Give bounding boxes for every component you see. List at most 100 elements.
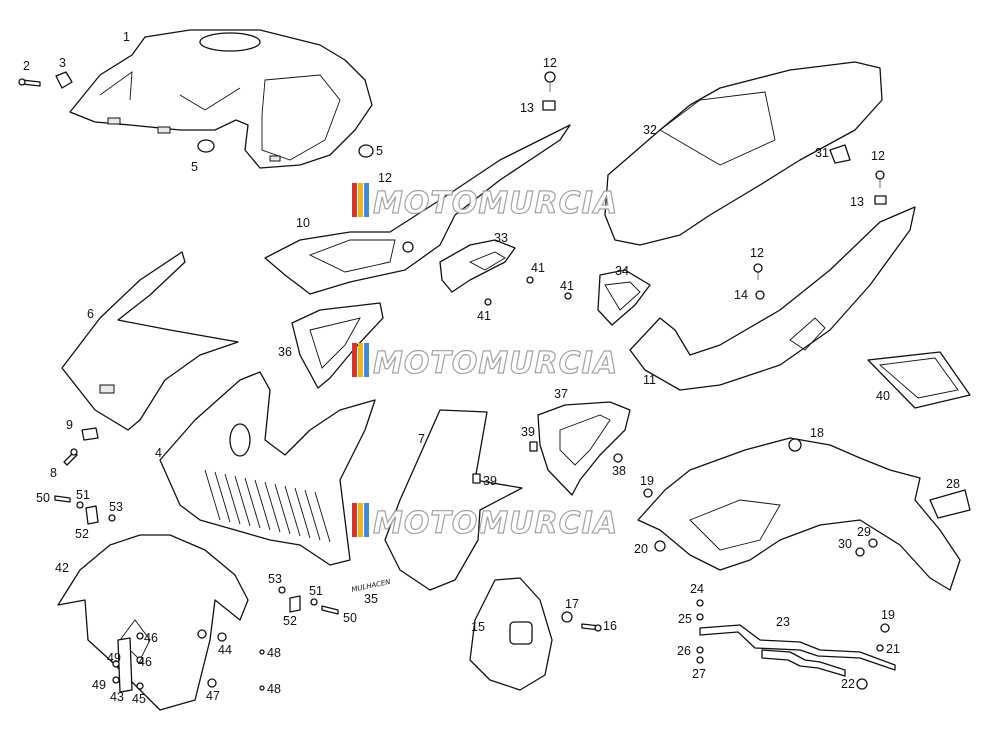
callout-8: 8 xyxy=(50,466,57,480)
screw-44 xyxy=(217,632,227,642)
callout-3: 3 xyxy=(59,56,66,70)
callout-46-bottom: 46 xyxy=(138,655,152,669)
side-cover-10 xyxy=(264,124,571,295)
callout-11: 11 xyxy=(643,373,656,387)
washer-17 xyxy=(561,611,573,623)
rubber-31 xyxy=(829,144,851,164)
callout-36: 36 xyxy=(278,345,292,359)
fuel-tank xyxy=(69,29,373,169)
callout-5-left: 5 xyxy=(191,160,198,174)
radiator-shroud-4 xyxy=(159,371,376,566)
screw-12-top xyxy=(544,71,556,92)
callout-7: 7 xyxy=(418,432,425,446)
callout-26: 26 xyxy=(677,644,691,658)
bracket-28 xyxy=(929,489,971,519)
washer-41-b xyxy=(564,292,572,300)
screw-8 xyxy=(63,448,78,466)
clip-3 xyxy=(55,71,73,89)
callout-38: 38 xyxy=(612,464,626,478)
callout-50-mid: 50 xyxy=(343,611,357,625)
callout-4: 4 xyxy=(155,446,162,460)
nut-27 xyxy=(696,656,704,664)
washer-46-b xyxy=(136,656,144,664)
callout-23: 23 xyxy=(776,615,790,629)
callout-41-b: 41 xyxy=(560,279,574,293)
sprocket-cover-15 xyxy=(469,577,553,691)
callout-50-left: 50 xyxy=(36,491,50,505)
callout-19-bottom: 19 xyxy=(881,608,895,622)
callout-28: 28 xyxy=(946,477,960,491)
watermark-logo-middle: MOTOMURCIA xyxy=(352,343,618,382)
washer-46-a xyxy=(136,632,144,640)
callout-53-left: 53 xyxy=(109,500,123,514)
callout-35: 35 xyxy=(364,592,378,606)
callout-48-b: 48 xyxy=(267,682,281,696)
clip-52-left xyxy=(85,505,99,525)
callout-34: 34 xyxy=(615,264,629,278)
screw-16 xyxy=(581,623,602,632)
callout-49-b: 49 xyxy=(92,678,106,692)
nut-22 xyxy=(856,678,868,690)
callout-44: 44 xyxy=(218,643,232,657)
callout-5-right: 5 xyxy=(376,144,383,158)
watermark-text-middle: MOTOMURCIA xyxy=(373,346,618,381)
callout-45: 45 xyxy=(132,692,146,706)
washer-51-mid xyxy=(310,598,318,606)
callout-32: 32 xyxy=(643,123,657,137)
nut-53-mid xyxy=(278,586,286,594)
screw-12-right xyxy=(875,170,885,188)
callout-27: 27 xyxy=(692,667,706,681)
side-cover-36 xyxy=(291,302,384,389)
screw-12-mid xyxy=(753,263,763,280)
clip-39-a xyxy=(472,473,481,484)
nut-13-right xyxy=(874,195,887,205)
callout-12-top: 12 xyxy=(543,56,557,70)
front-fairing-6 xyxy=(61,251,239,431)
rear-mudguard-18 xyxy=(637,437,961,591)
nut-13-top xyxy=(542,100,556,111)
washer-48-a xyxy=(259,649,265,655)
bracket-33 xyxy=(439,239,516,293)
side-panel-7 xyxy=(384,409,523,591)
callout-24: 24 xyxy=(690,582,704,596)
callout-9: 9 xyxy=(66,418,73,432)
seat xyxy=(604,61,883,246)
washer-41-a xyxy=(526,276,534,284)
callout-39-right: 39 xyxy=(521,425,535,439)
watermark-text-top: MOTOMURCIA xyxy=(373,186,618,221)
callout-15: 15 xyxy=(471,620,485,634)
nut-29 xyxy=(868,538,878,548)
screw-19-top xyxy=(643,488,653,498)
bracket-34 xyxy=(597,269,651,326)
callout-30: 30 xyxy=(838,537,852,551)
screw-24 xyxy=(696,599,704,607)
callout-12-tail: 12 xyxy=(750,246,764,260)
callout-labels: 1 2 3 5 5 12 13 12 32 31 12 13 10 33 41 … xyxy=(23,30,960,706)
callout-51-mid: 51 xyxy=(309,584,323,598)
screw-2 xyxy=(18,78,41,87)
bracket-43 xyxy=(117,637,133,693)
callout-18: 18 xyxy=(810,426,824,440)
callout-46-top: 46 xyxy=(144,631,158,645)
screw-47 xyxy=(207,678,217,688)
screw-45 xyxy=(136,682,144,690)
callout-16: 16 xyxy=(603,619,617,633)
nut-53-left xyxy=(108,514,116,522)
grommet-5-right xyxy=(358,144,374,158)
callout-2: 2 xyxy=(23,59,30,73)
callout-6: 6 xyxy=(87,307,94,321)
callout-49-a: 49 xyxy=(107,651,121,665)
callout-47: 47 xyxy=(206,689,220,703)
callout-43: 43 xyxy=(110,690,124,704)
screw-38 xyxy=(613,453,623,463)
callout-42: 42 xyxy=(55,561,69,575)
callout-51-left: 51 xyxy=(76,488,90,502)
callout-12-mid: 12 xyxy=(378,171,392,185)
callout-48-a: 48 xyxy=(267,646,281,660)
front-mudguard-42 xyxy=(57,534,249,711)
screw-50-mid xyxy=(321,605,339,615)
callout-29: 29 xyxy=(857,525,871,539)
callout-12-right: 12 xyxy=(871,149,885,163)
callout-41-a: 41 xyxy=(531,261,545,275)
